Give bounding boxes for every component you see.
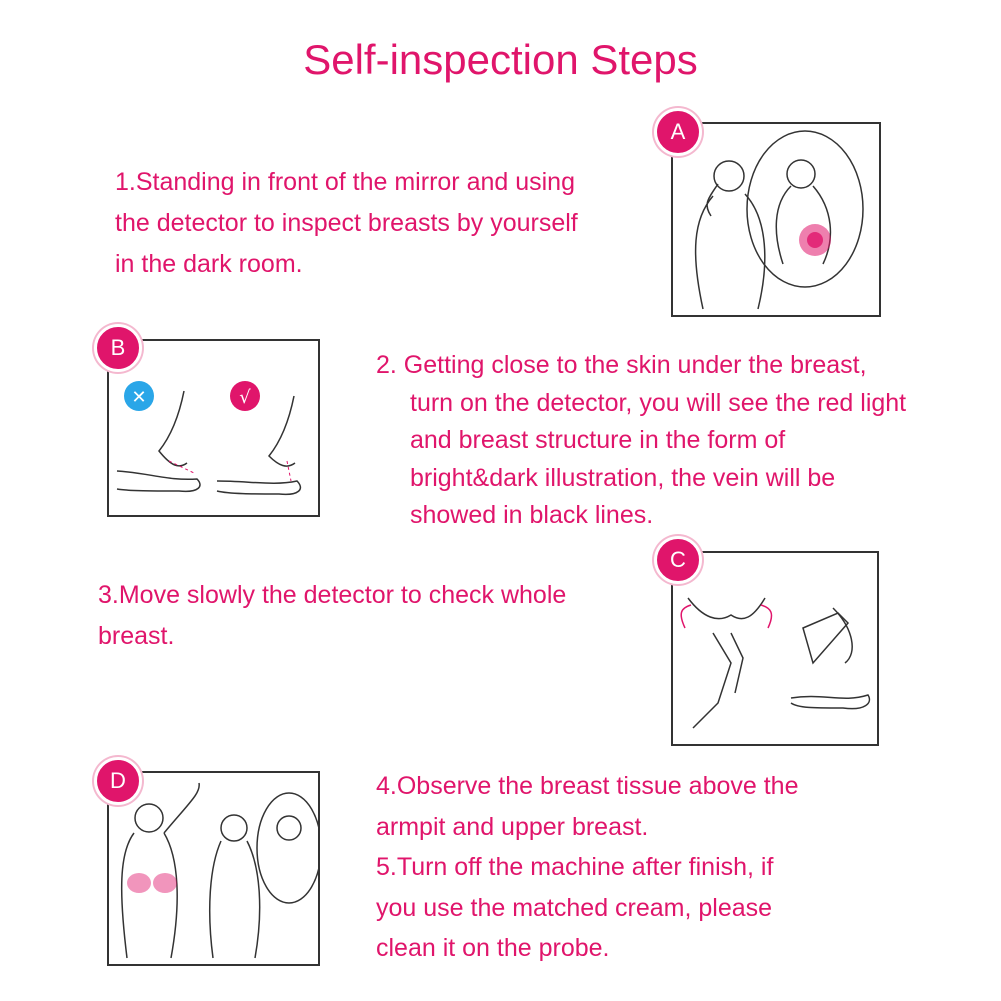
- step-4-line-2: armpit and upper breast.: [376, 812, 649, 841]
- wrong-mark-icon: [124, 381, 154, 411]
- step-5-line-1: 5.Turn off the machine after finish, if: [376, 853, 774, 881]
- wrong-mark-label: ✕: [131, 387, 146, 408]
- right-mark-icon: [230, 381, 260, 411]
- step-3-text: 3.Move slowly the detector to check whol…: [98, 575, 638, 656]
- step-3-line-1: 3.Move slowly the detector to check whol…: [98, 581, 567, 609]
- step-1-line-3: in the dark room.: [115, 250, 303, 278]
- illustration-d-observe: [107, 771, 320, 966]
- step-2-line-1: 2. Getting close to the skin under the b…: [376, 351, 867, 379]
- badge-a: A: [654, 108, 702, 156]
- page-title: Self-inspection Steps: [303, 36, 698, 83]
- step-3-line-2: breast.: [98, 621, 175, 650]
- right-mark-label: √: [239, 387, 251, 408]
- step-2-line-2: turn on the detector, you will see the r…: [410, 388, 907, 417]
- step-4-line-1: 4.Observe the breast tissue above the: [376, 772, 799, 800]
- observe-illustration: [120, 782, 318, 959]
- position-illustration: ✕ √: [116, 381, 302, 496]
- step-5-line-2: you use the matched cream, please: [376, 893, 773, 922]
- step-1-line-1: 1.Standing in front of the mirror and us…: [115, 168, 575, 196]
- illustration-b-position: ✕ √: [107, 339, 320, 517]
- mirror-illustration: [694, 130, 864, 310]
- step-5-line-3: clean it on the probe.: [376, 934, 610, 962]
- badge-c: C: [654, 536, 702, 584]
- step-1-text: 1.Standing in front of the mirror and us…: [115, 162, 635, 285]
- step-2-line-3: and breast structure in the form of: [410, 426, 786, 454]
- badge-d: D: [94, 757, 142, 805]
- step-2-line-4: bright&dark illustration, the vein will …: [410, 463, 836, 492]
- step-4-5-text: 4.Observe the breast tissue above the ar…: [376, 766, 936, 969]
- movement-illustration: [680, 597, 871, 729]
- step-2-line-5: showed in black lines.: [410, 501, 654, 529]
- step-1-line-2: the detector to inspect breasts by yours…: [115, 209, 578, 237]
- badge-b: B: [94, 324, 142, 372]
- illustration-a-mirror: [671, 122, 881, 317]
- step-2-text: 2. Getting close to the skin under the b…: [376, 347, 986, 535]
- illustration-c-movement: [671, 551, 879, 746]
